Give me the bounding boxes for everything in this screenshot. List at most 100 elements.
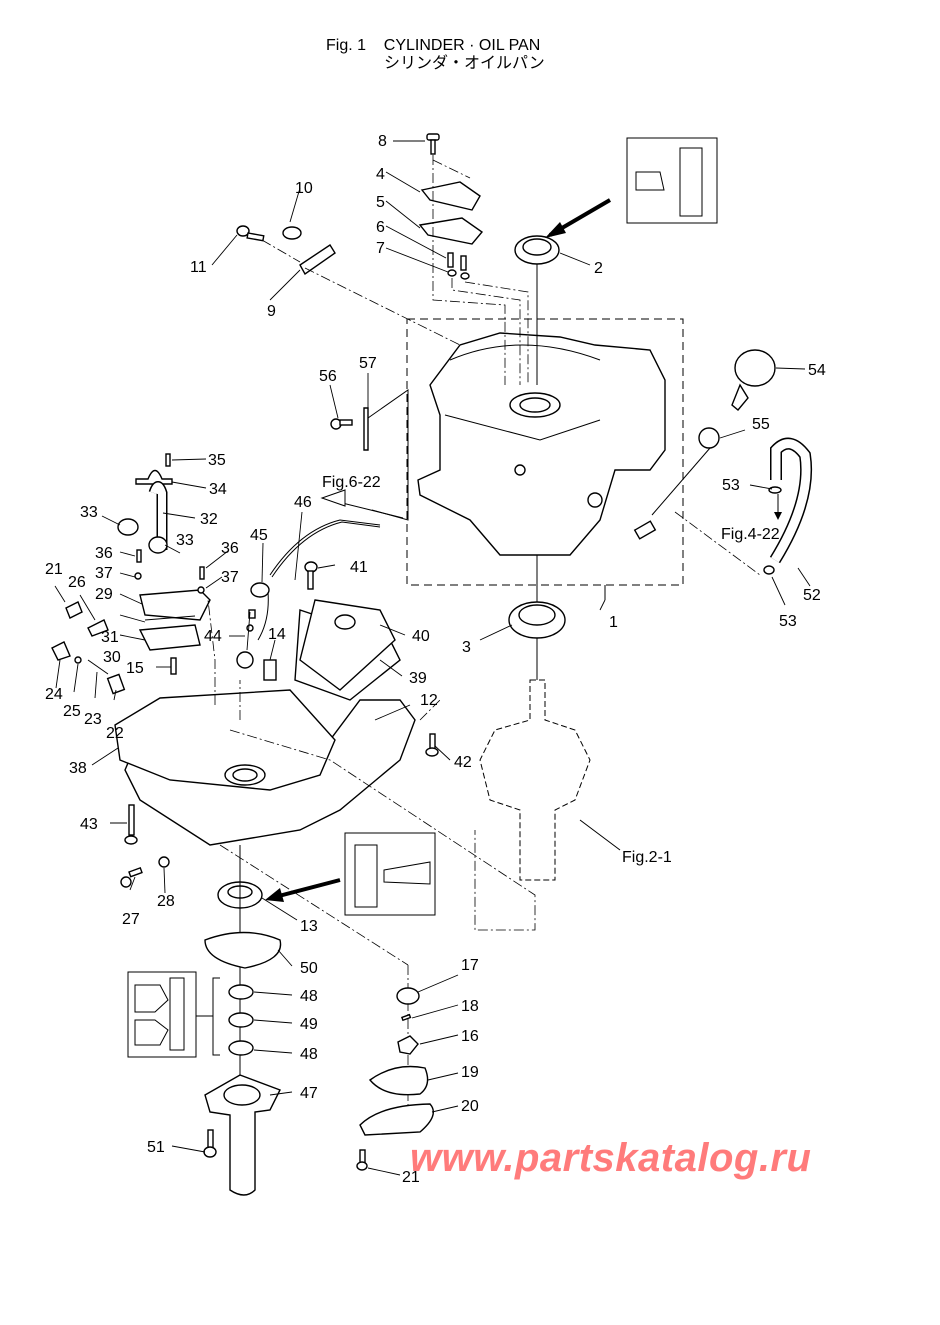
plate-26[interactable]: [87, 619, 109, 637]
bracket-9[interactable]: [299, 244, 336, 276]
connector-14[interactable]: [263, 659, 277, 681]
callout-23: 23: [84, 711, 102, 728]
o-ring-55[interactable]: [698, 427, 720, 449]
ref-fig4-22[interactable]: Fig.4-22: [721, 526, 780, 543]
screw-36a[interactable]: [136, 549, 142, 563]
sensor-45[interactable]: [250, 582, 270, 641]
oil-filler-cap-54[interactable]: [731, 349, 776, 411]
callout-19: 19: [461, 1064, 479, 1081]
bolt-41[interactable]: [304, 561, 318, 590]
ref-fig2-1[interactable]: Fig.2-1: [622, 849, 672, 866]
o-ring-19[interactable]: [368, 1065, 429, 1096]
pin-6a[interactable]: [447, 252, 454, 268]
callout-15: 15: [126, 660, 144, 677]
watermark: www.partskatalog.ru: [410, 1136, 812, 1180]
seal-48a[interactable]: [228, 984, 254, 1000]
callout-10: 10: [295, 180, 313, 197]
callout-8: 8: [378, 133, 387, 150]
callout-39: 39: [409, 670, 427, 687]
callout-38: 38: [69, 760, 87, 777]
seal-49[interactable]: [228, 1012, 254, 1028]
clamp-34[interactable]: [135, 469, 173, 485]
clip-53a[interactable]: [768, 486, 782, 494]
callout-30: 30: [103, 649, 121, 666]
oil-seal-2[interactable]: [514, 235, 560, 265]
crankshaft[interactable]: [479, 679, 591, 881]
callout-55: 55: [752, 416, 770, 433]
washer-7a[interactable]: [447, 269, 457, 277]
breather-cover-29[interactable]: [139, 589, 211, 621]
figure-title: Fig. 1 CYLINDER · OIL PAN: [326, 37, 541, 54]
cover-20[interactable]: [359, 1103, 434, 1136]
plate-40[interactable]: [299, 599, 396, 691]
callout-18: 18: [461, 998, 479, 1015]
gasket-5[interactable]: [418, 217, 484, 245]
clip-53b[interactable]: [763, 565, 775, 575]
screw-36b[interactable]: [199, 566, 205, 580]
callout-21a: 21: [45, 561, 63, 578]
callout-35: 35: [208, 452, 226, 469]
washer-37b[interactable]: [197, 586, 205, 594]
callout-12: 12: [420, 692, 438, 709]
gasket-30[interactable]: [138, 624, 201, 651]
washer-37a[interactable]: [134, 572, 142, 580]
bolt-43[interactable]: [124, 804, 138, 845]
bolt-56[interactable]: [330, 418, 353, 430]
seal-48b[interactable]: [228, 1040, 254, 1056]
callout-51: 51: [147, 1139, 165, 1156]
bolt-42[interactable]: [425, 733, 439, 757]
housing-47[interactable]: [204, 1074, 281, 1196]
elbow-fitting[interactable]: [633, 520, 657, 540]
plug-24[interactable]: [51, 641, 71, 661]
gasket-50[interactable]: [204, 931, 282, 969]
cylinder-assembly-boundary: [406, 318, 684, 586]
callout-17: 17: [461, 957, 479, 974]
screw-35[interactable]: [165, 453, 171, 467]
ring-25[interactable]: [74, 656, 82, 664]
callout-44: 44: [204, 628, 222, 645]
washer-7b[interactable]: [460, 272, 470, 280]
callout-24: 24: [45, 686, 63, 703]
callout-21b: 21: [402, 1169, 420, 1186]
callout-56: 56: [319, 368, 337, 385]
screw-8[interactable]: [426, 133, 440, 155]
grommet-33b[interactable]: [148, 536, 168, 554]
pin-15[interactable]: [170, 657, 177, 675]
callout-27: 27: [122, 911, 140, 928]
callout-42: 42: [454, 754, 472, 771]
callout-20: 20: [461, 1098, 479, 1115]
cylinder-block[interactable]: [417, 332, 666, 556]
callout-11: 11: [190, 259, 207, 276]
plate-4[interactable]: [420, 181, 481, 211]
callout-28: 28: [157, 893, 175, 910]
callout-47: 47: [300, 1085, 318, 1102]
bolt-21b[interactable]: [356, 1149, 368, 1171]
connector-44[interactable]: [236, 609, 256, 669]
callout-13: 13: [300, 918, 318, 935]
rotor-16[interactable]: [397, 1035, 419, 1055]
spring-23[interactable]: [87, 659, 109, 675]
ref-fig6-22[interactable]: Fig.6-22: [322, 474, 381, 491]
callout-26: 26: [68, 574, 86, 591]
callout-32: 32: [200, 511, 218, 528]
clamp-10[interactable]: [282, 226, 302, 240]
callout-52: 52: [803, 587, 821, 604]
figure-title-japanese: シリンダ・オイルパン: [384, 55, 545, 72]
bearing-3[interactable]: [508, 601, 566, 639]
washer-28[interactable]: [158, 856, 170, 868]
gasket-38[interactable]: [114, 689, 336, 791]
bolt-51[interactable]: [203, 1129, 217, 1158]
grommet-33a[interactable]: [117, 518, 139, 536]
bolt-11[interactable]: [236, 225, 265, 242]
pin-18[interactable]: [401, 1013, 412, 1022]
callout-49: 49: [300, 1016, 318, 1033]
impeller-17[interactable]: [396, 987, 420, 1005]
callout-46: 46: [294, 494, 312, 511]
pin-6b[interactable]: [460, 255, 467, 271]
bolt-27[interactable]: [120, 866, 143, 888]
bolt-21a[interactable]: [65, 601, 83, 619]
callout-45: 45: [250, 527, 268, 544]
callout-9: 9: [267, 303, 276, 320]
clip-57[interactable]: [363, 407, 369, 451]
collar-22[interactable]: [106, 673, 126, 695]
